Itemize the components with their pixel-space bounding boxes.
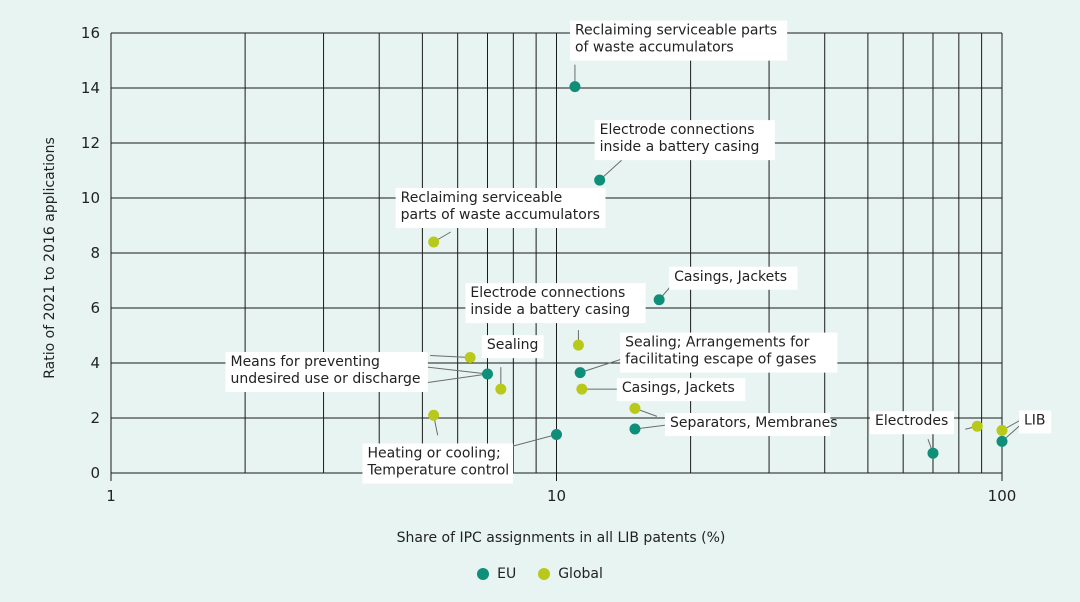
point-label: Heating or cooling;Temperature control <box>367 446 510 479</box>
data-point-global <box>629 402 641 414</box>
grid <box>110 32 1003 474</box>
y-tick-label: 6 <box>90 299 100 317</box>
data-point-eu <box>551 429 562 440</box>
y-tick-label: 0 <box>90 464 100 482</box>
label-background <box>669 266 798 290</box>
x-axis-label: Share of IPC assignments in all LIB pate… <box>397 530 726 546</box>
data-point-global <box>576 383 588 395</box>
data-point-global <box>572 339 584 351</box>
label-background <box>481 335 544 359</box>
legend-item-eu: EU <box>477 566 516 582</box>
label-background <box>465 283 646 324</box>
leader-line <box>511 434 557 447</box>
data-point-eu <box>481 368 493 380</box>
point-label: Casings, Jackets <box>622 380 735 396</box>
leader-line <box>417 365 488 375</box>
label-background <box>1019 410 1052 434</box>
data-point-eu <box>594 174 606 186</box>
data-point-eu <box>574 367 586 379</box>
data-point-global <box>996 424 1008 436</box>
y-tick-label: 16 <box>81 24 100 42</box>
data-point-eu <box>996 435 1008 447</box>
x-tick-label: 100 <box>988 487 1017 505</box>
data-point-eu <box>927 447 939 459</box>
legend-item-global: Global <box>538 566 603 582</box>
data-point-global <box>428 236 440 248</box>
label-background <box>620 332 838 373</box>
x-tick-label: 1 <box>106 487 116 505</box>
label-background <box>616 378 746 402</box>
x-tick-label: 10 <box>547 487 566 505</box>
axes: 0 2 4 6 8 10 12 14 16 1 10 100 <box>81 24 1016 505</box>
label-background <box>869 411 954 435</box>
data-point-eu <box>629 423 641 435</box>
point-label: Casings, Jackets <box>674 269 787 285</box>
data-point-global <box>495 383 507 395</box>
data-point-global <box>971 420 983 432</box>
point-label: Separators, Membranes <box>670 415 838 431</box>
y-tick-label: 8 <box>90 244 100 262</box>
y-tick-label: 4 <box>90 354 100 372</box>
y-tick-label: 12 <box>81 134 100 152</box>
point-label: LIB <box>1024 412 1046 428</box>
legend-marker-eu <box>477 568 490 580</box>
data-point-eu <box>653 294 665 306</box>
data-point-global <box>428 409 440 421</box>
y-tick-label: 14 <box>81 79 100 97</box>
y-tick-label: 2 <box>90 409 100 427</box>
point-label: Sealing <box>487 337 539 353</box>
legend-label-eu: EU <box>497 566 517 582</box>
label-background <box>664 413 831 436</box>
data-point-eu <box>569 81 581 93</box>
data-points <box>428 81 1008 459</box>
point-label: Electrodes <box>875 413 948 429</box>
leader-line <box>430 355 471 358</box>
legend-marker-global <box>538 568 551 580</box>
label-background <box>395 188 606 228</box>
y-axis-label: Ratio of 2021 to 2016 applications <box>42 137 58 379</box>
legend: EU Global <box>0 564 1080 584</box>
y-tick-label: 10 <box>81 189 100 207</box>
leader-line <box>579 358 624 374</box>
label-background <box>594 120 775 161</box>
label-background <box>569 20 788 61</box>
label-background <box>225 352 428 392</box>
data-point-global <box>464 352 476 363</box>
leader-line <box>417 373 488 385</box>
label-background <box>362 443 514 484</box>
legend-label-global: Global <box>558 566 603 582</box>
